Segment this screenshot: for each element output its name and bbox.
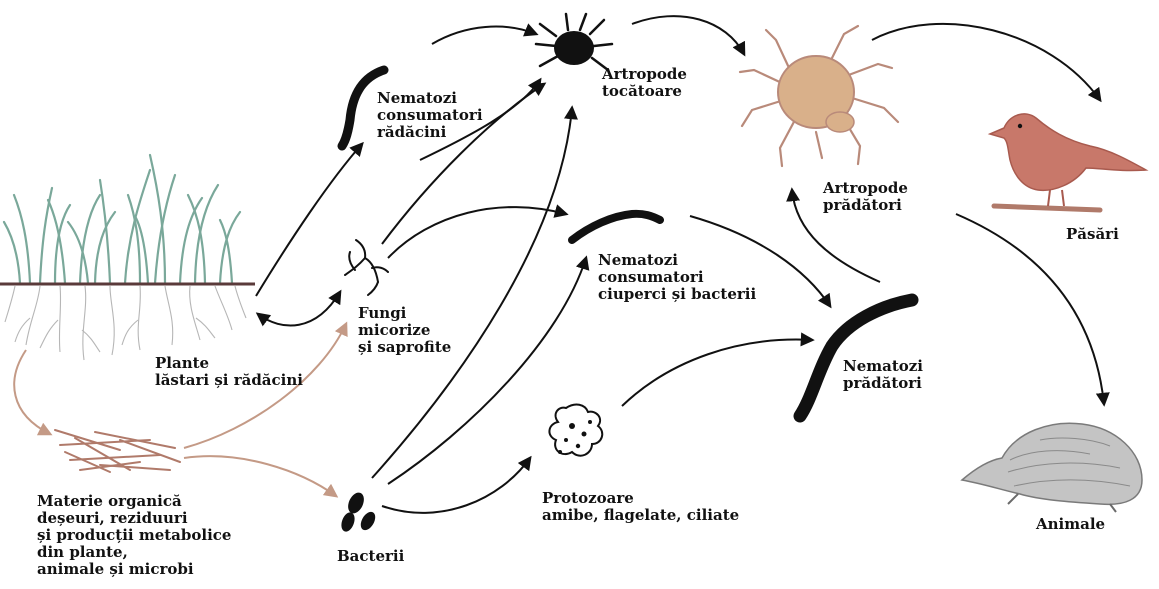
- bacteria-icon: [339, 490, 378, 533]
- arrow-protozoa-to-predator-nematodes: [622, 340, 812, 406]
- organic-debris-icon: [55, 430, 180, 472]
- bird-icon: [990, 114, 1146, 210]
- plants-label-line: Plante: [155, 355, 303, 372]
- arrow-fungi-to-fungal-nematodes: [388, 207, 566, 258]
- organic-label-line: din plante,: [37, 544, 231, 561]
- shredders-label-line: Artropode: [602, 66, 687, 83]
- protozoa-label: Protozoare amibe, flagelate, ciliate: [542, 490, 739, 524]
- arrow-bacteria-to-shredders: [372, 108, 572, 478]
- organic-arrows: [14, 324, 346, 496]
- fungal-nematodes-label-line: Nematozi: [598, 252, 756, 269]
- fungal-nematodes-label: Nematozi consumatori ciuperci și bacteri…: [598, 252, 756, 303]
- organic-label-line: Materie organică: [37, 493, 231, 510]
- grass-roots-icon: [0, 155, 255, 360]
- beetle-mite-icon: [536, 14, 612, 70]
- arrow-shredders-to-predator-arthropods: [632, 16, 744, 54]
- fungal-hyphae-icon: [345, 240, 388, 295]
- predator-arthropods-label-line: Artropode: [823, 180, 908, 197]
- root-nematodes-label-line: Nematozi: [377, 90, 483, 107]
- shredders-label-line: tocătoare: [602, 83, 687, 100]
- fungi-label-line: și saprofite: [358, 339, 451, 356]
- organic-label-line: deșeuri, reziduuri: [37, 510, 231, 527]
- predator-nematodes-label-line: prădători: [843, 375, 923, 392]
- protozoa-icon: [549, 405, 602, 456]
- predator-arthropods-label-line: prădători: [823, 197, 908, 214]
- bacteria-label-line: Bacterii: [337, 548, 404, 565]
- predator-nematodes-label-line: Nematozi: [843, 358, 923, 375]
- fungal-nematodes-label-line: consumatori: [598, 269, 756, 286]
- fungi-label-line: micorize: [358, 322, 451, 339]
- birds-label-line: Păsări: [1066, 226, 1119, 243]
- fungi-label: Fungi micorize și saprofite: [358, 305, 451, 356]
- shredders-label: Artropode tocătoare: [602, 66, 687, 100]
- bacteria-label: Bacterii: [337, 548, 404, 565]
- protozoa-label-line: Protozoare: [542, 490, 739, 507]
- plants-label: Plante lăstari și rădăcini: [155, 355, 303, 389]
- arrow-top-to-shredders: [432, 27, 536, 44]
- mole-icon: [962, 423, 1142, 512]
- fungi-label-line: Fungi: [358, 305, 451, 322]
- root-nematodes-label-line: rădăcini: [377, 124, 483, 141]
- arrow-predator-arthropods-to-birds: [872, 24, 1100, 100]
- fungal-nematode-worm-icon: [572, 214, 660, 240]
- plants-label-line: lăstari și rădăcini: [155, 372, 303, 389]
- organic-label-line: animale și microbi: [37, 561, 231, 578]
- predatory-mite-icon: [740, 26, 898, 166]
- root-nematodes-label: Nematozi consumatori rădăcini: [377, 90, 483, 141]
- protozoa-label-line: amibe, flagelate, ciliate: [542, 507, 739, 524]
- fungal-nematodes-label-line: ciuperci și bacterii: [598, 286, 756, 303]
- animals-label-line: Animale: [1036, 516, 1105, 533]
- birds-label: Păsări: [1066, 226, 1119, 243]
- organic-matter-label: Materie organică deșeuri, reziduuri și p…: [37, 493, 231, 578]
- arrow-plants-to-organic: [14, 350, 50, 434]
- root-nematodes-label-line: consumatori: [377, 107, 483, 124]
- organic-label-line: și producții metabolice: [37, 527, 231, 544]
- predator-arthropods-label: Artropode prădători: [823, 180, 908, 214]
- predator-nematodes-label: Nematozi prădători: [843, 358, 923, 392]
- arrow-organic-to-bacteria: [184, 456, 336, 496]
- animals-label: Animale: [1036, 516, 1105, 533]
- arrow-fungi-plants-mutual: [258, 292, 340, 326]
- arrow-bacteria-to-protozoa: [382, 458, 530, 513]
